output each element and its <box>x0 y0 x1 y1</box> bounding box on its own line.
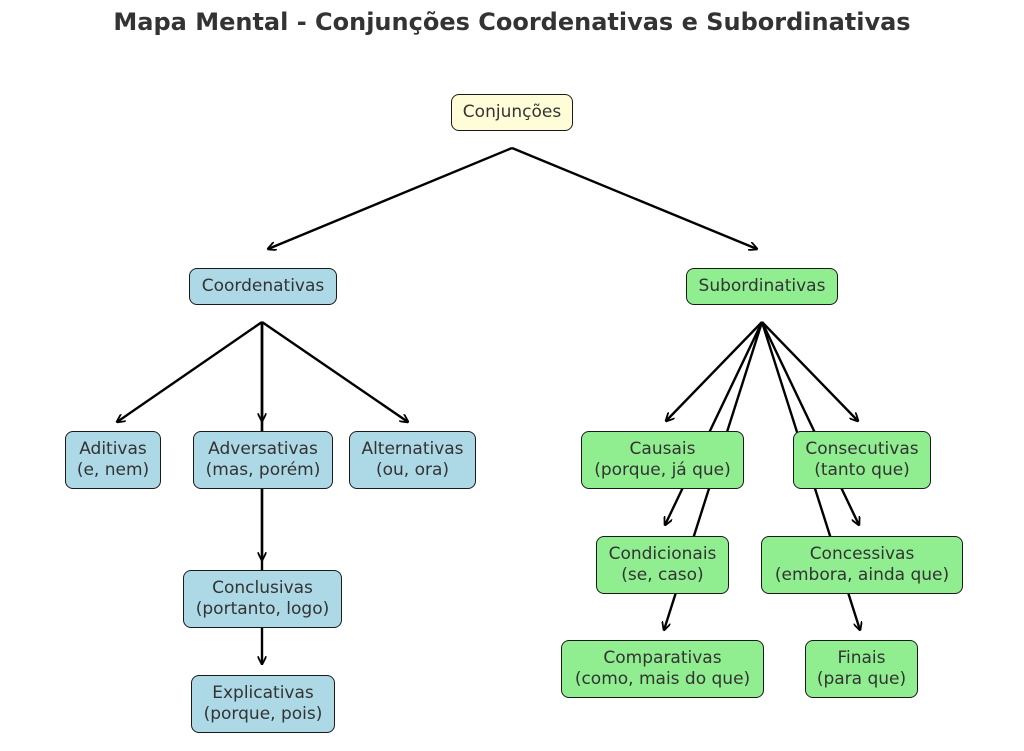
node-causais: Causais (porque, já que) <box>581 431 744 489</box>
node-adversativas: Adversativas (mas, porém) <box>193 431 333 489</box>
node-label: Conjunções <box>462 102 562 122</box>
node-label: Aditivas <box>79 439 147 459</box>
node-conjuncoes: Conjunções <box>451 94 573 131</box>
node-label: Adversativas <box>208 439 318 459</box>
node-examples: (ou, ora) <box>375 460 450 480</box>
node-explicativas: Explicativas (porque, pois) <box>191 675 335 733</box>
node-consecutivas: Consecutivas (tanto que) <box>793 431 931 489</box>
node-comparativas: Comparativas (como, mais do que) <box>561 640 764 698</box>
node-finais: Finais (para que) <box>805 640 918 698</box>
edge-subordinativas-to-concessivas <box>760 321 859 525</box>
edge-subordinativas-to-consecutivas <box>761 321 858 421</box>
edge-subordinativas-to-condicionais <box>665 321 764 525</box>
node-examples: (para que) <box>816 669 907 689</box>
node-label: Conclusivas <box>212 578 313 598</box>
edge-root-to-subordinativas <box>511 146 757 249</box>
node-concessivas: Concessivas (embora, ainda que) <box>761 536 963 594</box>
node-examples: (porque, pois) <box>203 704 323 724</box>
node-coordenativas: Coordenativas <box>189 268 337 305</box>
node-examples: (tanto que) <box>814 460 910 480</box>
node-conclusivas: Conclusivas (portanto, logo) <box>183 570 342 628</box>
node-examples: (mas, porém) <box>205 460 321 480</box>
node-label: Condicionais <box>608 544 717 564</box>
node-label: Comparativas <box>603 648 722 668</box>
node-examples: (e, nem) <box>76 460 150 480</box>
node-alternativas: Alternativas (ou, ora) <box>349 431 476 489</box>
node-examples: (se, caso) <box>621 565 704 585</box>
node-label: Explicativas <box>212 683 314 703</box>
node-condicionais: Condicionais (se, caso) <box>596 536 729 594</box>
node-label: Concessivas <box>809 544 915 564</box>
node-examples: (porque, já que) <box>594 460 731 480</box>
node-label: Causais <box>629 439 696 459</box>
edge-coordenativas-to-alternativas <box>261 321 408 422</box>
node-label: Alternativas <box>361 439 464 459</box>
diagram-title: Mapa Mental - Conjunções Coordenativas e… <box>113 8 911 36</box>
edge-subordinativas-to-causais <box>666 321 763 421</box>
node-examples: (embora, ainda que) <box>774 565 950 585</box>
node-label: Coordenativas <box>201 276 325 296</box>
node-label: Consecutivas <box>805 439 919 459</box>
node-examples: (portanto, logo) <box>195 599 330 619</box>
edge-coordenativas-to-aditivas <box>117 321 263 422</box>
node-examples: (como, mais do que) <box>574 669 751 689</box>
edge-root-to-coordenativas <box>268 146 513 249</box>
node-label: Finais <box>837 648 886 668</box>
node-subordinativas: Subordinativas <box>686 268 838 305</box>
node-aditivas: Aditivas (e, nem) <box>65 431 161 489</box>
node-label: Subordinativas <box>698 276 826 296</box>
